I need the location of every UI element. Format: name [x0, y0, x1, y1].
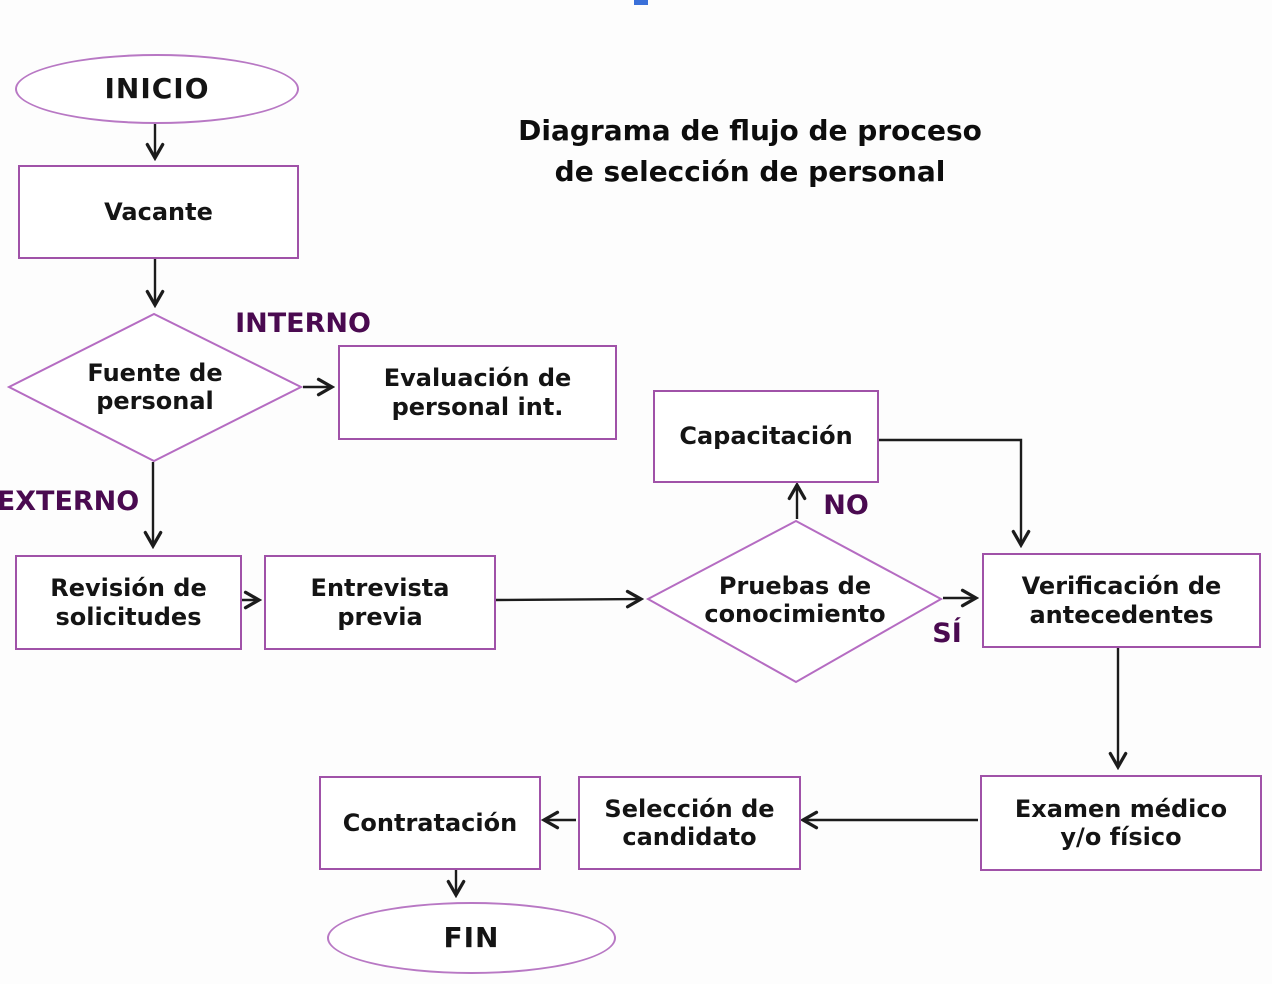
- node-seleccion-label: Selección de candidato: [604, 794, 775, 851]
- decision-fuente-personal-shape: [6, 312, 304, 463]
- node-vacante-label: Vacante: [104, 197, 213, 226]
- decision-pruebas-label: Pruebas de conocimiento: [704, 572, 886, 629]
- decision-pruebas-shape: [645, 519, 944, 684]
- arrow-capacitacion-to-verificacion: [877, 438, 1021, 544]
- node-evaluacion-personal-int: Evaluación de personal int.: [338, 345, 617, 440]
- node-fin: FIN: [327, 902, 616, 974]
- arrow-entrevista-to-pruebas: [493, 599, 640, 600]
- node-capacitacion: Capacitación: [653, 390, 879, 483]
- diagram-title: Diagrama de flujo de proceso de selecció…: [518, 114, 982, 188]
- node-fin-label: FIN: [443, 921, 500, 955]
- node-inicio-label: INICIO: [104, 72, 210, 106]
- branch-label-no: NO: [823, 490, 869, 521]
- node-seleccion-candidato: Selección de candidato: [578, 776, 801, 870]
- branch-label-interno: INTERNO: [235, 308, 371, 339]
- node-contratacion-label: Contratación: [342, 808, 518, 837]
- branch-label-externo: EXTERNO: [0, 486, 140, 517]
- top-edge-blue-fragment: [634, 0, 648, 5]
- node-revision-label: Revisión de solicitudes: [50, 574, 207, 631]
- node-verificacion-label: Verificación de antecedentes: [1021, 572, 1222, 629]
- node-examen-label: Examen médico y/o físico: [1014, 794, 1228, 851]
- node-revision-solicitudes: Revisión de solicitudes: [15, 555, 242, 650]
- node-entrevista-previa: Entrevista previa: [264, 555, 496, 650]
- node-entrevista-label: Entrevista previa: [310, 574, 450, 631]
- node-evaluacion-label: Evaluación de personal int.: [383, 364, 572, 421]
- node-inicio: INICIO: [15, 54, 299, 124]
- branch-label-si: SÍ: [932, 618, 962, 649]
- node-verificacion-antecedentes: Verificación de antecedentes: [982, 553, 1261, 648]
- node-contratacion: Contratación: [319, 776, 541, 870]
- node-capacitacion-label: Capacitación: [679, 422, 853, 451]
- node-examen-medico: Examen médico y/o físico: [980, 775, 1262, 871]
- node-vacante: Vacante: [18, 165, 299, 259]
- decision-fuente-personal-label: Fuente de personal: [87, 359, 223, 416]
